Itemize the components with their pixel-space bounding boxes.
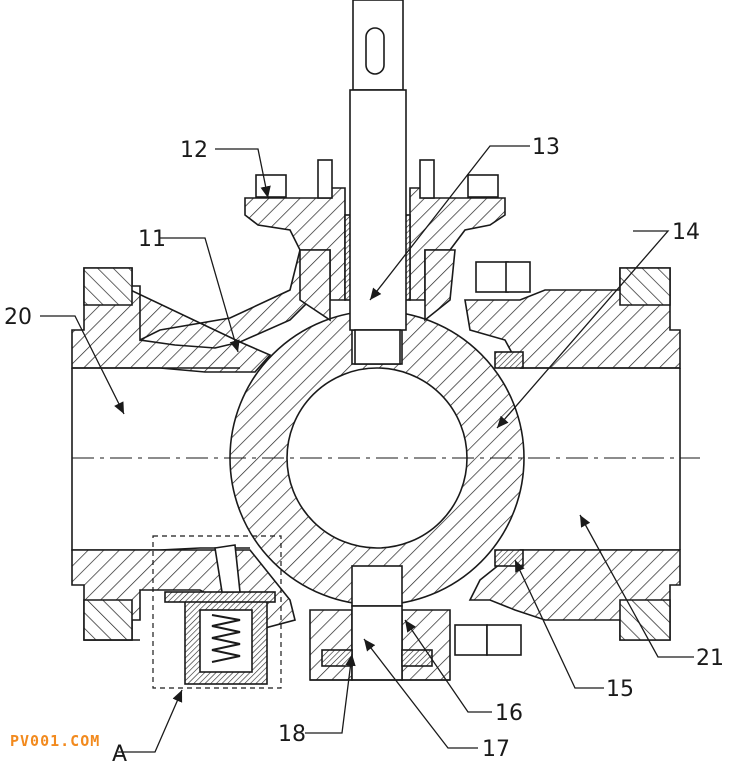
callout-13: 13 bbox=[532, 135, 560, 160]
callout-16: 16 bbox=[495, 701, 523, 726]
leader-lines bbox=[40, 145, 694, 753]
callout-20: 20 bbox=[4, 305, 32, 330]
callout-15: 15 bbox=[606, 677, 634, 702]
bottom-trunnion bbox=[309, 605, 522, 681]
watermark: PV001.COM bbox=[10, 732, 100, 750]
callout-14: 14 bbox=[672, 220, 700, 245]
callout-17: 17 bbox=[482, 737, 510, 762]
callout-18: 18 bbox=[278, 722, 306, 747]
callout-12: 12 bbox=[180, 138, 208, 163]
callout-a: A bbox=[112, 742, 127, 764]
bonnet-assembly bbox=[244, 0, 531, 365]
detail-a-box bbox=[152, 535, 282, 689]
left-body-section bbox=[71, 249, 331, 641]
callout-21: 21 bbox=[696, 646, 724, 671]
callout-11: 11 bbox=[138, 227, 166, 252]
